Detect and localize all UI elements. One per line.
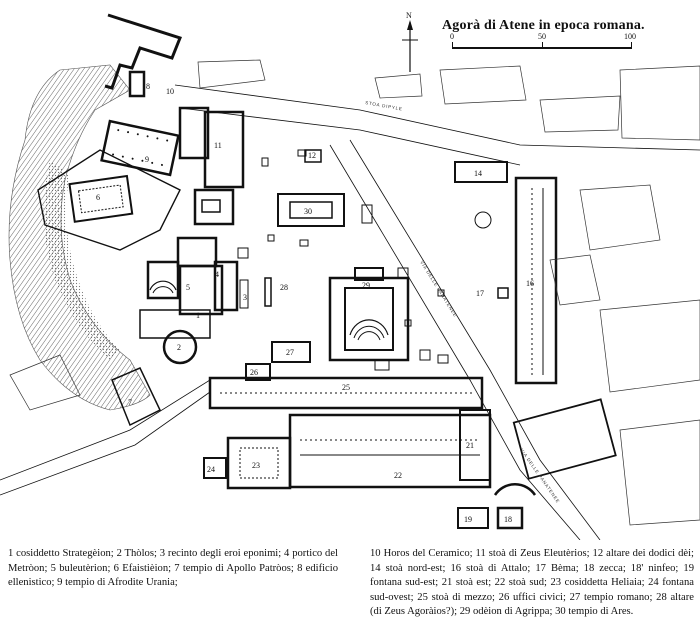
map-number-14: 14 (474, 169, 482, 178)
stoa-attalos (514, 176, 558, 385)
roads (0, 84, 700, 540)
map-number-27: 27 (286, 348, 294, 357)
map-number-7: 7 (128, 398, 132, 407)
map-number-12: 12 (308, 151, 316, 160)
map-number-9: 9 (145, 155, 149, 164)
sw-fountain (203, 457, 227, 479)
map-number-10: 10 (166, 87, 174, 96)
map-number-5: 5 (186, 283, 190, 292)
map-number-3: 3 (243, 293, 247, 302)
agora-plan: STOA DIPYLE VIA DELLE PANATENEE VIA DELL… (0, 11, 700, 540)
map-number-11: 11 (214, 141, 222, 150)
civic-offices (245, 363, 271, 381)
north-arrow: N (402, 11, 418, 72)
map-number-1: 1 (196, 311, 200, 320)
map-number-18: 18 (504, 515, 512, 524)
map-number-2: 2 (177, 343, 181, 352)
map-number-8: 8 (146, 82, 150, 91)
map-number-22: 22 (394, 471, 402, 480)
map-number-24: 24 (207, 465, 215, 474)
ne-stoa (454, 161, 508, 183)
map-number-16: 16 (526, 279, 534, 288)
altar-28 (264, 277, 272, 307)
temple-ares (277, 193, 345, 227)
map-number-30: 30 (304, 207, 312, 216)
legend-right: 10 Horos del Ceramico; 11 stoà di Zeus E… (370, 547, 694, 620)
small-monuments (237, 149, 449, 371)
map-numbers: 1 2 3 4 5 6 7 8 9 10 11 12 14 16 17 18 1… (96, 82, 534, 524)
map-number-21: 21 (466, 441, 474, 450)
roman-temple (271, 341, 311, 363)
map-number-17: 17 (476, 289, 484, 298)
map-number-28: 28 (280, 283, 288, 292)
map-number-26: 26 (250, 368, 258, 377)
stoa-zeus (178, 106, 245, 226)
legend-left-text: 1 cosiddetto Strategèion; 2 Thòlos; 3 re… (8, 548, 338, 589)
hephaisteion-enclosure (37, 149, 181, 251)
map-number-25: 25 (342, 383, 350, 392)
odeion-agrippa (328, 267, 410, 362)
street-label-diag: VIA DELLE PANATENEE (419, 260, 458, 318)
map-number-23: 23 (252, 461, 260, 470)
map-number-4: 4 (215, 270, 219, 279)
scale-label-100: 100 (624, 32, 636, 41)
legend-right-text: 10 Horos del Ceramico; 11 stoà di Zeus E… (370, 548, 694, 618)
building-7 (111, 367, 161, 427)
building-9 (100, 119, 180, 177)
legend-left: 1 cosiddetto Strategèion; 2 Thòlos; 3 re… (8, 547, 338, 591)
modern-plots (9, 59, 700, 526)
map-number-19: 19 (464, 515, 472, 524)
east-stoa (459, 409, 491, 481)
scale-bar: 0 50 100 (450, 32, 637, 58)
bema (497, 287, 509, 299)
building-8 (104, 13, 182, 90)
scale-tick-50 (542, 42, 543, 49)
altar-twelve-gods (304, 149, 322, 163)
se-complex (457, 398, 617, 530)
hill-rocks (8, 64, 151, 411)
middle-stoa (208, 376, 484, 410)
heliaia (226, 436, 292, 490)
scale-tick-100 (631, 42, 632, 49)
tholos (162, 329, 198, 365)
street-label-top: STOA DIPYLE (365, 100, 403, 112)
map-number-6: 6 (96, 193, 100, 202)
map-title: Agorà di Atene in epoca romana. (442, 18, 645, 33)
scale-label-50: 50 (538, 32, 546, 41)
hill-rocks-inner (43, 160, 120, 360)
scale-tick-0 (452, 42, 453, 49)
metroon-complex (146, 236, 239, 316)
north-label: N (406, 11, 412, 20)
scale-label-0: 0 (450, 32, 454, 41)
map-number-29: 29 (362, 281, 370, 290)
